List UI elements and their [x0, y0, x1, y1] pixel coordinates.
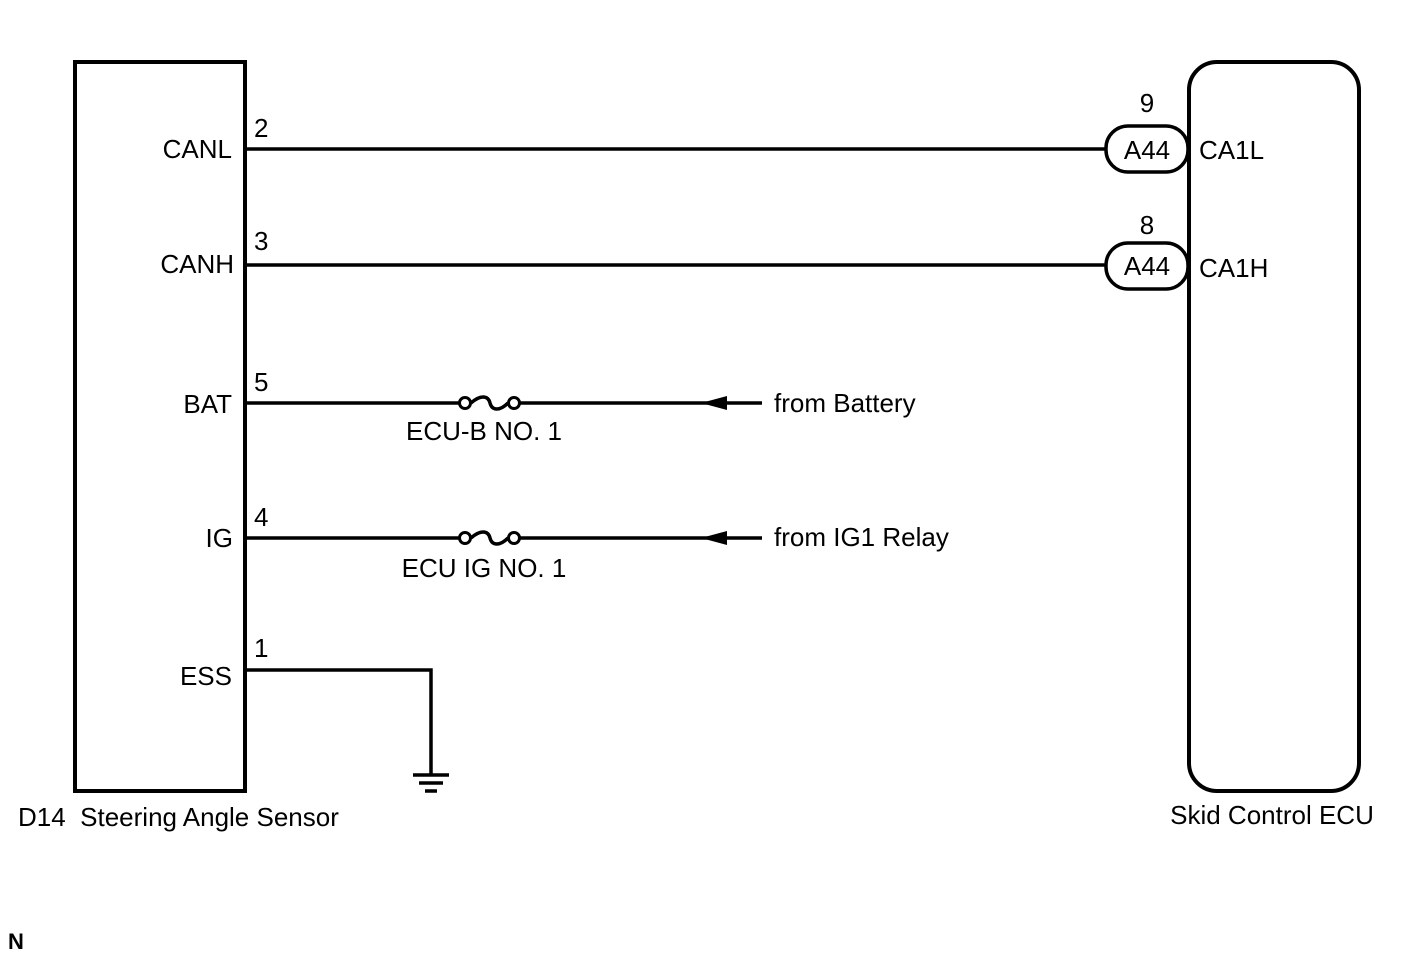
arrow-bat-icon — [701, 396, 727, 410]
pin-number-ig: 4 — [254, 502, 268, 532]
pin-name-canh: CANH — [160, 249, 234, 279]
arrow-ig-icon — [701, 531, 727, 545]
skid-control-ecu-box — [1187, 60, 1361, 793]
connector-a44-ca1l — [1104, 124, 1190, 174]
fuse-label-bat: ECU-B NO. 1 — [406, 416, 562, 446]
fuse-ig-icon — [469, 530, 510, 546]
fuse-bat-icon — [469, 395, 510, 411]
wire-ess — [245, 668, 433, 775]
sensor-label: D14 Steering Angle Sensor — [18, 802, 339, 832]
fuse-terminal-bat-right — [507, 396, 521, 410]
fuse-label-ig: ECU IG NO. 1 — [402, 553, 567, 583]
fuse-terminal-ig-right — [507, 531, 521, 545]
pin-name-ess: ESS — [180, 661, 232, 691]
ground-icon — [413, 773, 449, 793]
pin-name-bat: BAT — [183, 389, 232, 419]
source-label-bat: from Battery — [774, 388, 916, 418]
pin-number-canl: 2 — [254, 113, 268, 143]
pin-number-ess: 1 — [254, 633, 268, 663]
fuse-terminal-ig-left — [458, 531, 472, 545]
ecu-pin-name-ca1l: CA1L — [1199, 135, 1264, 165]
steering-angle-sensor-box — [73, 60, 247, 793]
pin-number-canh: 3 — [254, 226, 268, 256]
fuse-terminal-bat-left — [458, 396, 472, 410]
connector-a44-ca1h — [1104, 241, 1190, 291]
pin-number-bat: 5 — [254, 367, 268, 397]
connector-label-ca1h: A44 — [1124, 251, 1170, 281]
ecu-pin-number-ca1h: 8 — [1140, 210, 1154, 240]
ecu-pin-number-ca1l: 9 — [1140, 88, 1154, 118]
source-label-ig: from IG1 Relay — [774, 522, 949, 552]
ecu-label: Skid Control ECU — [1170, 800, 1374, 830]
ecu-pin-name-ca1h: CA1H — [1199, 253, 1268, 283]
pin-name-canl: CANL — [163, 134, 232, 164]
connector-label-ca1l: A44 — [1124, 135, 1170, 165]
corner-mark: N — [8, 929, 24, 954]
pin-name-ig: IG — [206, 523, 233, 553]
